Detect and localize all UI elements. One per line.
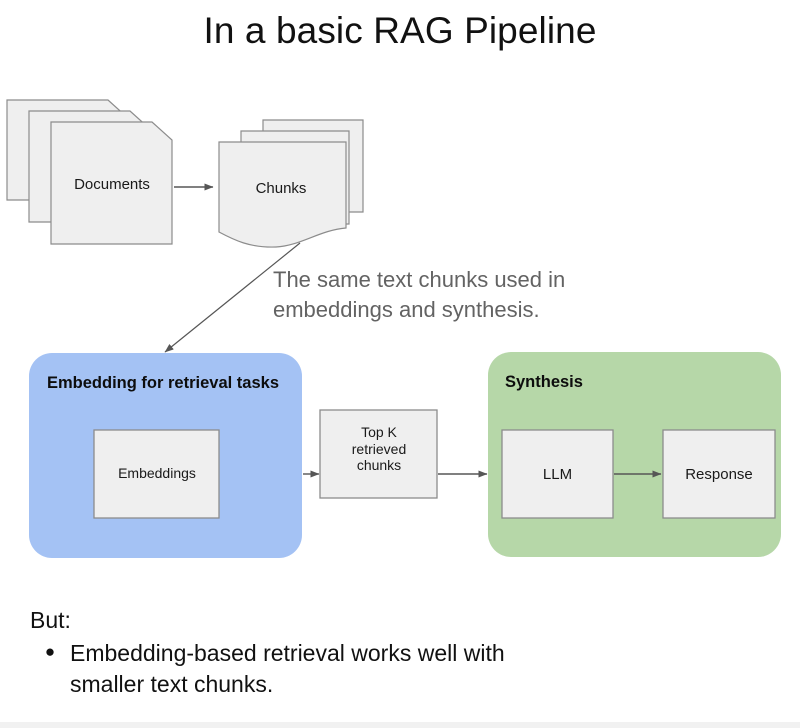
annotation-line-2: embeddings and synthesis. <box>273 296 540 322</box>
documents-card-front <box>50 121 173 245</box>
topk-node <box>319 409 438 499</box>
bottom-edge-strip <box>0 722 800 728</box>
bullet-list-item: ● Embedding-based retrieval works well w… <box>30 638 730 700</box>
annotation-text: The same text chunks used in embeddings … <box>273 265 673 324</box>
embedding-group-title: Embedding for retrieval tasks <box>47 374 279 392</box>
bullet-item-line-2: smaller text chunks. <box>70 671 274 698</box>
but-lead-in-label: But: <box>30 607 71 633</box>
annotation-line-1: The same text chunks used in <box>273 267 566 292</box>
page-title: In a basic RAG Pipeline <box>203 10 597 51</box>
chunks-card-front <box>218 141 347 248</box>
bullet-marker-icon: ● <box>44 642 56 661</box>
llm-node <box>501 429 614 519</box>
response-node <box>662 429 776 519</box>
embeddings-node <box>93 429 220 519</box>
bullet-item-line-1: Embedding-based retrieval works well wit… <box>70 640 505 666</box>
synthesis-group-title: Synthesis <box>505 373 583 391</box>
documents-node <box>6 99 173 245</box>
bullet-item-text: Embedding-based retrieval works well wit… <box>70 638 730 700</box>
arrow-chunks-to-embedding <box>164 242 301 353</box>
chunks-node <box>218 119 364 248</box>
